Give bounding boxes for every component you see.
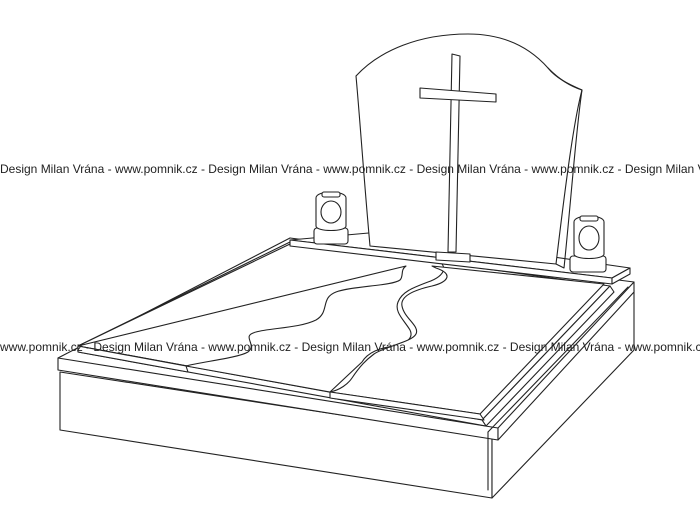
- cross-icon: [419, 53, 497, 263]
- left-cover-plate: [77, 243, 445, 393]
- headstone: [355, 33, 583, 269]
- watermark-line-upper: Design Milan Vrána - www.pomnik.cz - Des…: [0, 162, 700, 176]
- base-plinth: [57, 237, 635, 499]
- right-lantern-icon: [569, 215, 607, 273]
- right-cover-plate: [329, 265, 605, 421]
- left-lantern-icon: [313, 191, 349, 245]
- watermark-line-lower: www.pomnik.cz - Design Milan Vrána - www…: [0, 340, 700, 354]
